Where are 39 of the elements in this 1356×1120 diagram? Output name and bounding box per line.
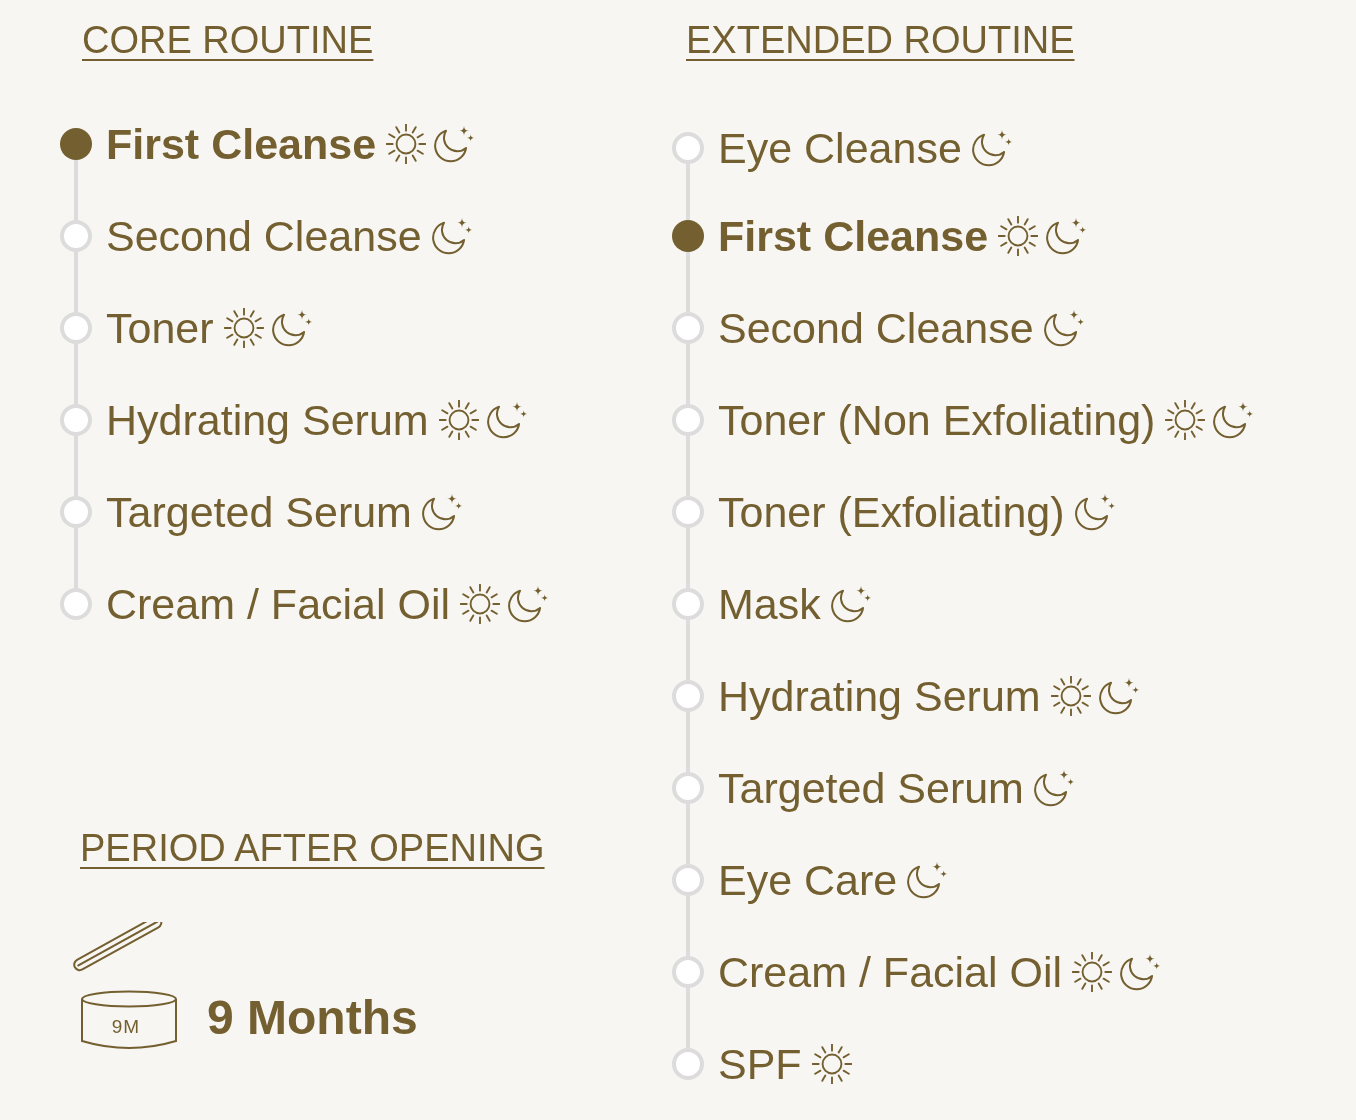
timeline-dot: [672, 132, 704, 164]
step-label: SPF: [718, 1039, 802, 1090]
timeline-dot: [672, 680, 704, 712]
step-label: Toner: [106, 303, 214, 354]
timeline-dot: [672, 956, 704, 988]
step-label: First Cleanse: [106, 119, 377, 170]
step-label: Targeted Serum: [718, 763, 1024, 814]
section-heading: PERIOD AFTER OPENING: [80, 826, 545, 871]
timeline-dot: [672, 220, 704, 252]
step-label: Cream / Facial Oil: [106, 579, 451, 630]
step-label: First Cleanse: [718, 211, 989, 262]
section-heading: CORE ROUTINE: [82, 18, 374, 63]
timeline-dot: [672, 772, 704, 804]
step-label: Eye Care: [718, 855, 898, 906]
step-label: Cream / Facial Oil: [718, 947, 1063, 998]
step-label: Toner (Exfoliating): [718, 487, 1065, 538]
timeline-dot: [60, 128, 92, 160]
jar-label: 9M: [111, 1016, 141, 1038]
step-label: Hydrating Serum: [718, 671, 1041, 722]
step-label: Second Cleanse: [106, 211, 422, 262]
timeline-dot: [672, 312, 704, 344]
timeline-dot: [60, 404, 92, 436]
step-label: Toner (Non Exfoliating): [718, 395, 1156, 446]
step-label: Mask: [718, 579, 821, 630]
step-label: Second Cleanse: [718, 303, 1034, 354]
timeline-dot: [672, 864, 704, 896]
timeline-dot: [60, 496, 92, 528]
timeline-dot: [672, 1048, 704, 1080]
section-heading: EXTENDED ROUTINE: [686, 18, 1075, 63]
timeline-dot: [60, 312, 92, 344]
timeline-dot: [60, 220, 92, 252]
step-label: Targeted Serum: [106, 487, 412, 538]
timeline-dot: [672, 588, 704, 620]
duration-value: 9 Months: [207, 990, 418, 1046]
timeline-dot: [60, 588, 92, 620]
timeline-dot: [672, 404, 704, 436]
step-label: Hydrating Serum: [106, 395, 429, 446]
step-label: Eye Cleanse: [718, 123, 962, 174]
timeline-dot: [672, 496, 704, 528]
